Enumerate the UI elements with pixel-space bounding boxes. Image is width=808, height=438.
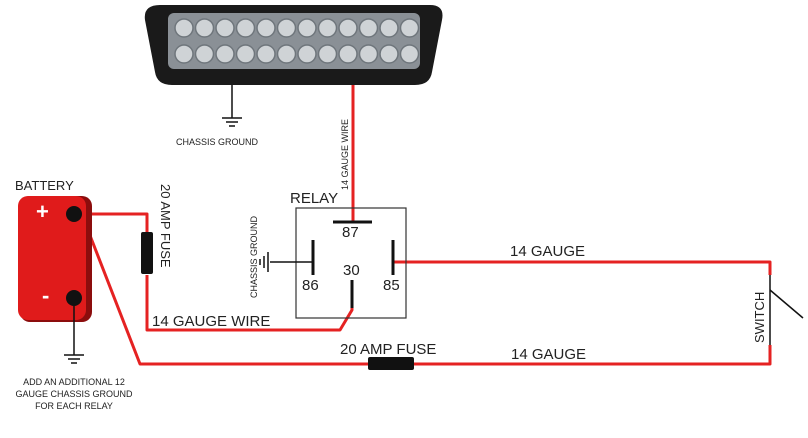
fuse-left	[141, 232, 153, 274]
led	[256, 18, 276, 38]
wires	[82, 85, 772, 366]
led	[317, 44, 338, 64]
wire-battery-to-switch	[82, 219, 772, 366]
led	[399, 44, 420, 64]
led	[358, 44, 379, 64]
led-light-bar	[144, 5, 443, 85]
led	[174, 44, 194, 64]
gauge-bottom-right-label: 14 GAUGE	[511, 346, 587, 363]
pin-87-label: 87	[342, 224, 359, 241]
led	[276, 44, 297, 64]
led	[338, 44, 358, 64]
led	[338, 18, 358, 38]
led	[276, 18, 297, 38]
led	[256, 44, 276, 64]
led	[235, 18, 256, 38]
led	[399, 18, 420, 38]
pin-86-label: 86	[302, 277, 319, 294]
battery-ground-symbol	[64, 306, 84, 364]
battery-minus-label: -	[42, 283, 50, 308]
ground-note: ADD AN ADDITIONAL 12 GAUGE CHASSIS GROUN…	[15, 377, 133, 411]
battery	[18, 196, 92, 322]
chassis-ground-relay-label: CHASSIS GROUND	[249, 215, 259, 298]
led	[194, 18, 215, 38]
led	[194, 44, 215, 64]
led	[297, 18, 317, 38]
led	[379, 18, 399, 38]
fuse-bottom	[368, 357, 414, 370]
led	[379, 44, 399, 64]
wire-battery-to-fuse	[82, 212, 149, 235]
pin-85-label: 85	[383, 277, 400, 294]
chassis-ground-top-label: CHASSIS GROUND	[176, 137, 259, 147]
fuse-left-label: 20 AMP FUSE	[158, 184, 173, 268]
battery-plus-label: +	[36, 199, 49, 224]
relay-label: RELAY	[290, 190, 339, 207]
led	[317, 18, 338, 38]
led	[297, 44, 317, 64]
pin-30-label: 30	[343, 262, 360, 279]
battery-label: BATTERY	[15, 178, 74, 193]
fuse-bottom-label: 20 AMP FUSE	[340, 341, 437, 358]
relay	[259, 207, 407, 319]
gauge-wire-bottom-label: 14 GAUGE WIRE	[152, 313, 271, 330]
wire-relay-85-to-switch	[393, 260, 772, 275]
switch	[769, 275, 804, 345]
led	[215, 44, 235, 64]
led	[215, 18, 235, 38]
gauge-wire-vertical-label: 14 GAUGE WIRE	[340, 118, 350, 190]
led	[174, 18, 194, 38]
led	[235, 44, 256, 64]
led	[358, 18, 379, 38]
switch-label: SWITCH	[752, 291, 767, 343]
gauge-top-right-label: 14 GAUGE	[510, 243, 586, 260]
light-bar-ground-symbol	[222, 85, 242, 127]
